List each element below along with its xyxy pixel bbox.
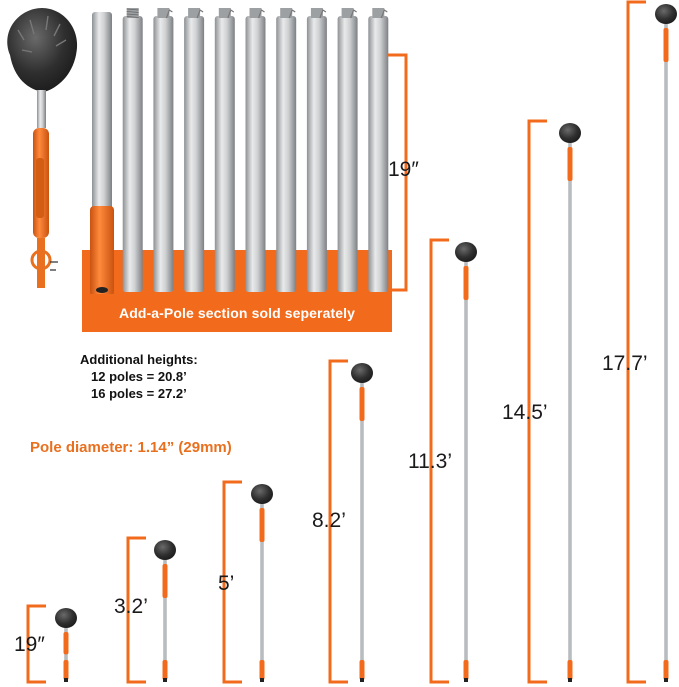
brush-head <box>455 242 477 262</box>
extended-pole <box>626 0 677 684</box>
pole-section <box>306 8 327 292</box>
pole-sections <box>90 8 389 296</box>
brush-head <box>154 540 176 560</box>
extended-pole <box>26 604 77 684</box>
additional-heights-title: Additional heights: <box>80 352 198 367</box>
section-length-label: 19″ <box>388 158 419 181</box>
brush-head <box>55 608 77 628</box>
length-label-11-3ft: 11.3’ <box>408 450 452 473</box>
brush-head <box>559 123 581 143</box>
length-bracket <box>328 359 348 684</box>
brush-head <box>351 363 373 383</box>
pole-section <box>90 12 114 296</box>
pole-diameter-label: Pole diameter: 1.14” (29mm) <box>30 439 232 456</box>
pole-section <box>337 8 358 292</box>
extended-pole <box>222 480 273 684</box>
length-label-3-2ft: 3.2’ <box>114 595 148 618</box>
pole-section <box>245 8 266 292</box>
brush-head-detail <box>7 8 78 288</box>
extended-pole <box>328 359 373 684</box>
pole-section <box>184 8 205 292</box>
pole-section <box>368 8 389 292</box>
length-bracket <box>222 480 242 684</box>
section-length-bracket <box>388 53 408 292</box>
pole-section <box>122 8 143 292</box>
pole-section <box>153 8 174 292</box>
length-bracket <box>26 604 46 684</box>
brush-head <box>251 484 273 504</box>
brush-head <box>655 4 677 24</box>
add-a-pole-banner: Add-a-Pole section sold seperately <box>82 294 392 332</box>
length-bracket <box>126 536 146 684</box>
additional-height-12: 12 poles = 20.8’ <box>91 369 187 384</box>
additional-height-16: 16 poles = 27.2’ <box>91 386 187 401</box>
pole-section <box>214 8 235 292</box>
extended-pole <box>126 536 176 684</box>
length-bracket <box>527 119 547 684</box>
length-label-14-5ft: 14.5’ <box>502 401 548 424</box>
length-bracket <box>429 238 449 684</box>
pole-section <box>276 8 297 292</box>
length-label-8-2ft: 8.2’ <box>312 509 346 532</box>
extended-pole <box>527 119 581 684</box>
length-label-19in: 19″ <box>14 633 45 656</box>
extended-poles <box>26 0 677 684</box>
length-label-5ft: 5’ <box>218 572 235 595</box>
length-label-17-7ft: 17.7’ <box>602 352 648 375</box>
length-bracket <box>626 0 646 684</box>
extended-pole <box>429 238 477 684</box>
